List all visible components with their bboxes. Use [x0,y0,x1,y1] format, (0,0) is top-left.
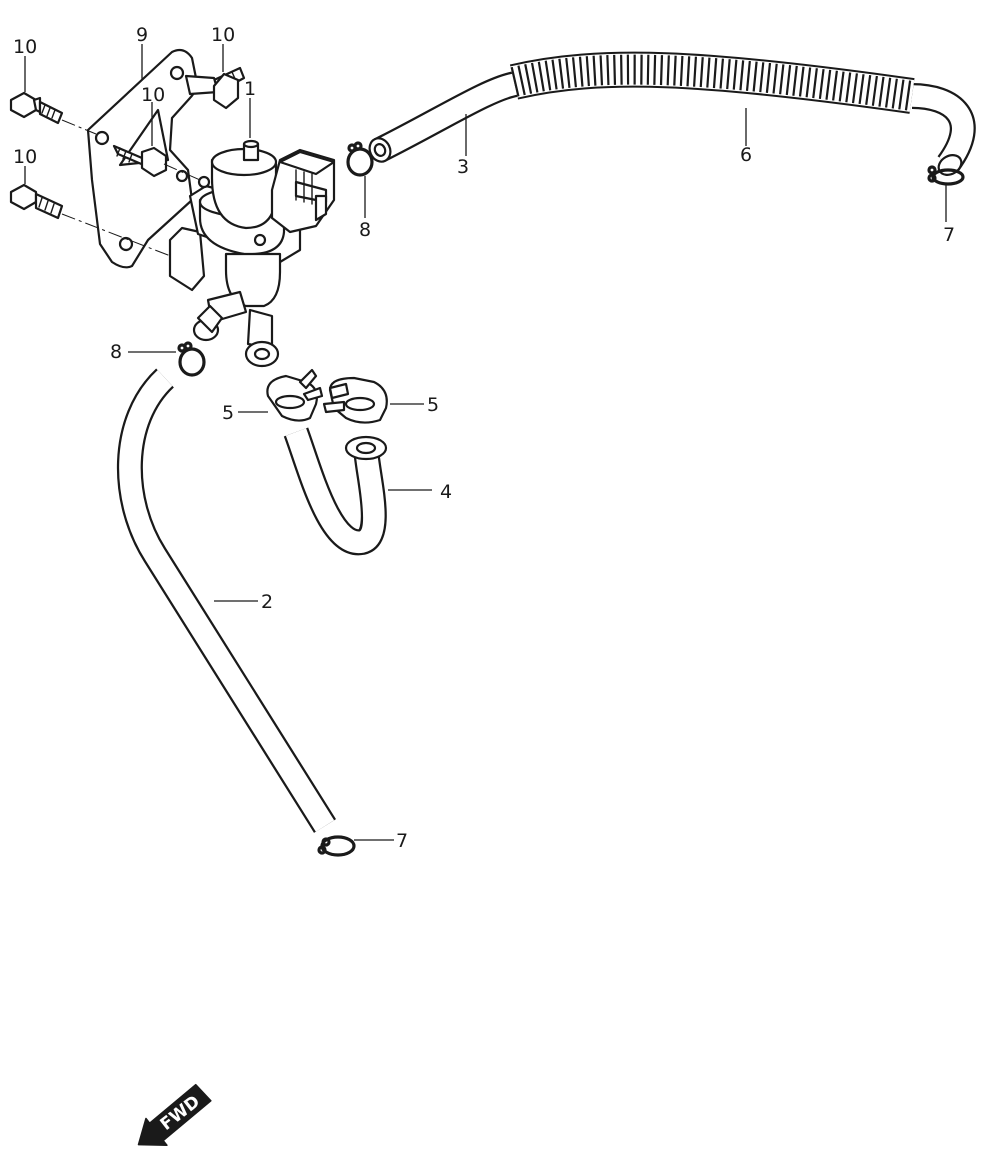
hose-2 [116,368,337,833]
callout-10: 10 [13,146,37,168]
hose-3 [368,71,519,163]
callout-10: 10 [13,36,37,58]
callout-6: 6 [740,144,752,166]
hose-clamp [322,376,388,424]
callout-3: 3 [457,156,469,178]
callout-7: 7 [396,830,408,852]
callout-2: 2 [261,591,273,613]
callout-4: 4 [440,481,452,503]
spring-clip [927,165,965,186]
centerline [61,119,97,135]
spring-clip [177,341,206,377]
hose-4 [283,427,388,556]
callout-1: 1 [244,78,256,100]
spring-clip [317,835,356,857]
callout-10: 10 [141,84,165,106]
centerline [163,163,201,181]
hose-clamp [266,368,324,422]
centerline [61,213,187,263]
bolt [184,66,246,110]
electrical-connector [270,148,336,234]
callout-5: 5 [427,394,439,416]
spring-clip [346,141,374,177]
callout-8: 8 [110,341,122,363]
callout-7: 7 [943,224,955,246]
leader-lines [24,44,947,841]
callout-10: 10 [211,24,235,46]
bolt [9,183,64,220]
callout-8: 8 [359,219,371,241]
callout-5: 5 [222,402,234,424]
fwd-arrow-icon: FWD [137,1083,212,1147]
callout-9: 9 [136,24,148,46]
bolt [9,91,64,125]
bolt [112,144,168,178]
